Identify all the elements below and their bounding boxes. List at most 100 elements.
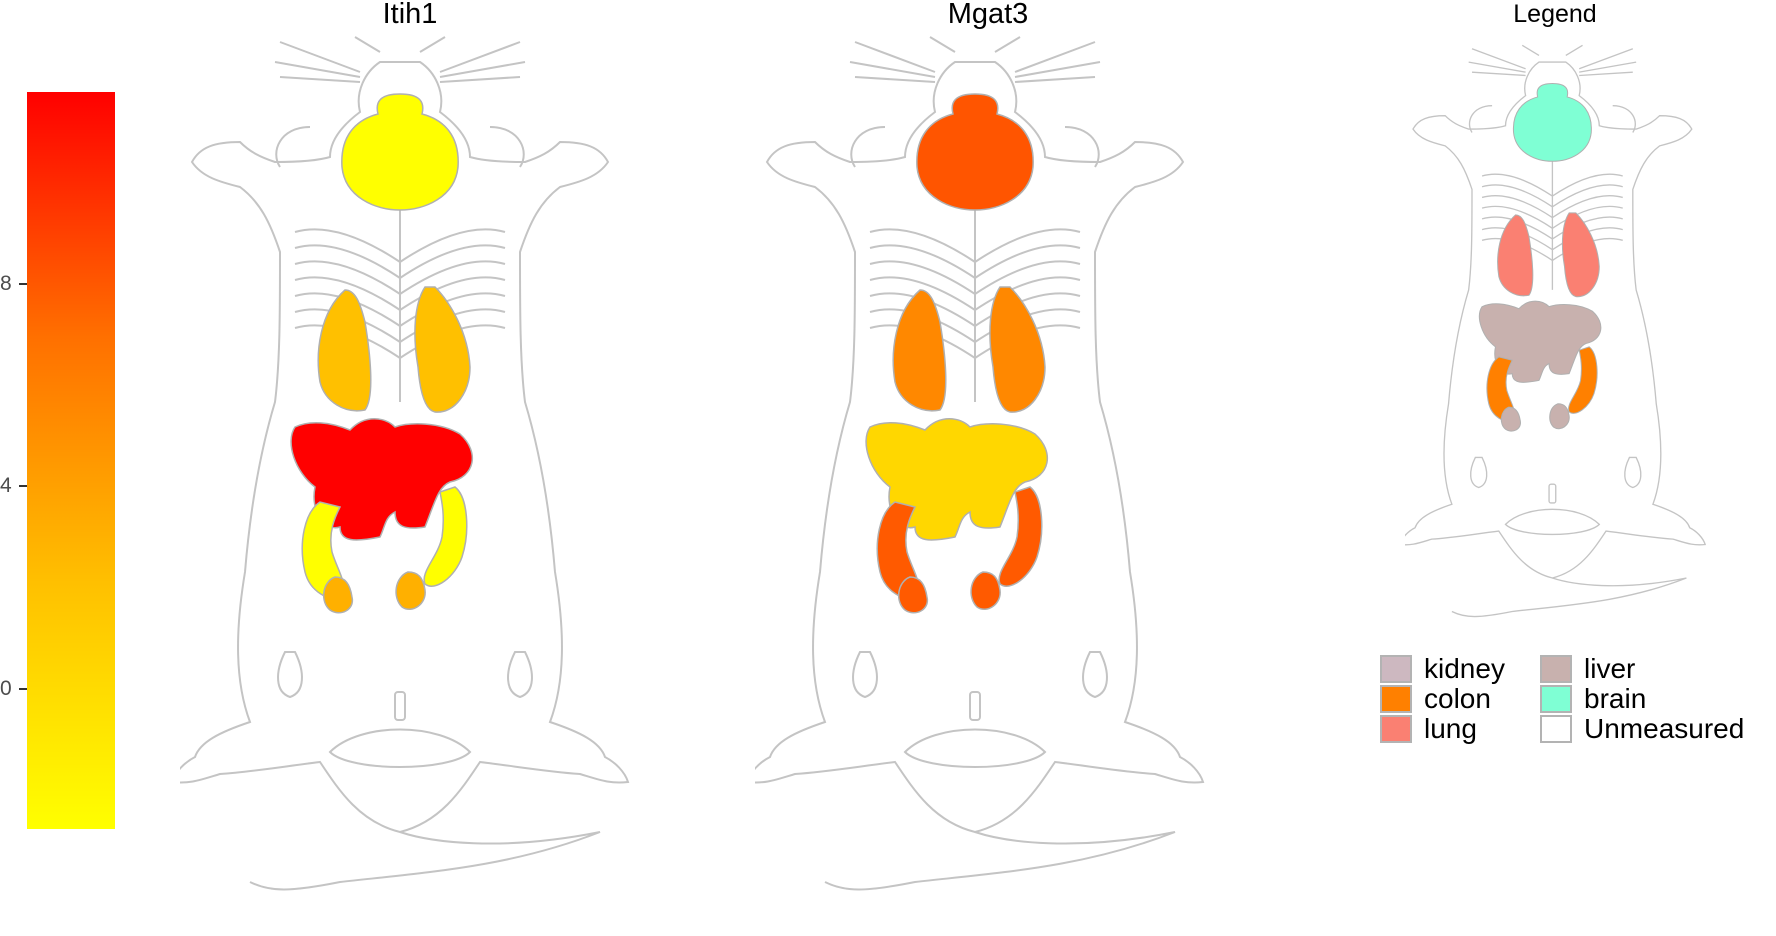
legend-label: colon	[1424, 683, 1491, 714]
mouse-group	[755, 36, 1205, 891]
brain	[341, 93, 459, 211]
legend-label: liver	[1584, 653, 1636, 684]
mouse-diagram-itih1	[180, 36, 630, 891]
whisker	[1565, 44, 1583, 56]
whisker	[1014, 61, 1101, 78]
whisker	[274, 61, 361, 78]
tail	[824, 831, 1176, 891]
whisker	[1014, 76, 1096, 83]
colon-right	[423, 486, 468, 587]
rib	[399, 292, 506, 327]
tail	[1451, 577, 1687, 618]
kidney-right	[1549, 403, 1570, 430]
urogenital	[394, 691, 406, 721]
pelvis	[903, 728, 1047, 768]
rib	[294, 260, 401, 295]
hind-foot-left	[1470, 456, 1488, 489]
legend-swatch	[1540, 715, 1572, 743]
rib	[974, 260, 1081, 295]
color-scale-bar	[27, 92, 115, 829]
urogenital	[1548, 483, 1557, 504]
panel-title-mgat3: Mgat3	[947, 0, 1029, 30]
legend-label: kidney	[1424, 653, 1505, 684]
color-scale-tick-line	[19, 283, 27, 285]
color-scale-tick-label: 8	[0, 272, 12, 295]
ear-right	[1064, 126, 1100, 168]
rib	[974, 244, 1081, 279]
rib	[1552, 205, 1623, 229]
rib	[1552, 216, 1623, 240]
color-scale-tick-line	[19, 485, 27, 487]
whisker	[1579, 71, 1633, 77]
rib	[399, 244, 506, 279]
legend-swatch	[1380, 685, 1412, 713]
rib	[1481, 195, 1553, 219]
legend-item-colon: colon	[1380, 685, 1491, 713]
color-scale-tick-line	[19, 688, 27, 690]
kidney-right	[970, 571, 1001, 611]
hind-foot-left	[852, 651, 878, 699]
hind-foot-right	[1082, 651, 1108, 699]
whisker	[1468, 61, 1526, 73]
lung-left	[892, 289, 947, 412]
legend-item-kidney: kidney	[1380, 655, 1505, 683]
legend-item-unmeasured: Unmeasured	[1540, 715, 1744, 743]
colon-right	[998, 486, 1043, 587]
ear-right	[489, 126, 525, 168]
mouse-group	[1405, 44, 1707, 618]
lung-right	[414, 286, 471, 413]
kidney-right	[395, 571, 426, 611]
ear-left	[275, 126, 311, 168]
whisker	[439, 61, 526, 78]
rib	[1481, 173, 1553, 197]
colon-right	[1568, 346, 1598, 414]
brain	[1513, 83, 1592, 162]
rib	[1552, 184, 1623, 208]
legend-swatch	[1540, 685, 1572, 713]
rib	[974, 276, 1081, 311]
ear-left	[1468, 104, 1493, 133]
lung-left	[1497, 214, 1534, 297]
whisker	[994, 36, 1021, 53]
whisker	[279, 76, 361, 83]
rib	[869, 276, 976, 311]
pelvis	[1504, 508, 1601, 536]
legend-item-liver: liver	[1540, 655, 1635, 683]
rib	[869, 260, 976, 295]
tail	[249, 831, 601, 891]
whisker	[279, 41, 361, 73]
rib	[294, 228, 401, 263]
kidney-left	[323, 576, 354, 614]
rib	[1552, 195, 1623, 219]
lung-right	[989, 286, 1046, 413]
rib	[869, 244, 976, 279]
rib	[399, 228, 506, 263]
rib	[399, 276, 506, 311]
whisker	[419, 36, 446, 53]
rib	[974, 292, 1081, 327]
legend-swatch	[1380, 715, 1412, 743]
rib	[1552, 173, 1623, 197]
rib	[294, 244, 401, 279]
rib	[869, 228, 976, 263]
legend-item-brain: brain	[1540, 685, 1646, 713]
whisker	[1014, 41, 1096, 73]
rib	[294, 276, 401, 311]
rib	[399, 260, 506, 295]
whisker	[849, 61, 936, 78]
legend-item-lung: lung	[1380, 715, 1477, 743]
whisker	[439, 41, 521, 73]
pelvis	[328, 728, 472, 768]
ear-left	[850, 126, 886, 168]
mouse-diagram-mgat3	[755, 36, 1205, 891]
rib	[974, 228, 1081, 263]
color-scale-tick-label: 4	[0, 474, 12, 497]
hind-foot-left	[277, 651, 303, 699]
legend-title: Legend	[1513, 0, 1597, 28]
legend-swatch	[1540, 655, 1572, 683]
whisker	[929, 36, 956, 53]
legend-label: lung	[1424, 713, 1477, 744]
kidney-left	[898, 576, 929, 614]
whisker	[439, 76, 521, 83]
